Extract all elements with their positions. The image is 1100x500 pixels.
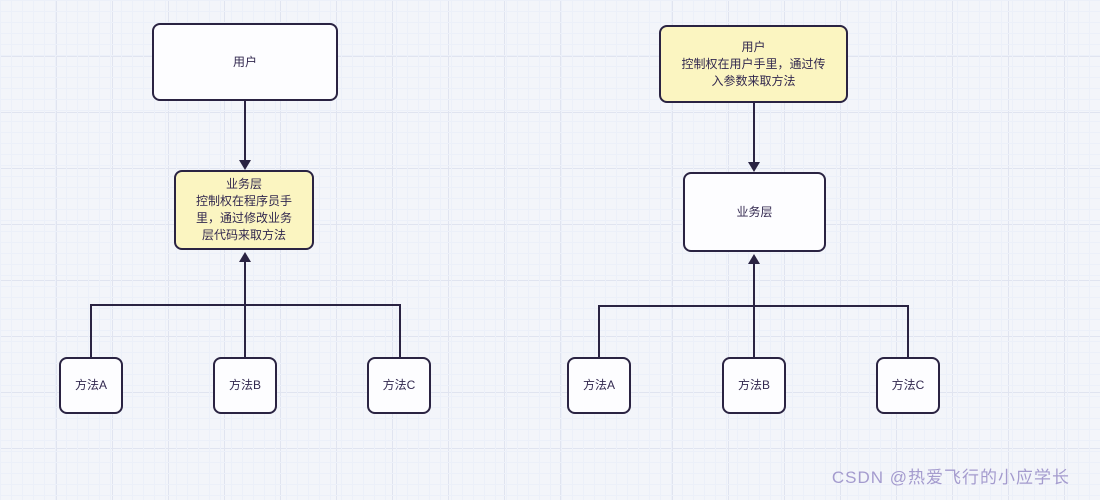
node-user-right-line: 入参数来取方法 — [711, 73, 796, 88]
node-business-right-label: 业务层 — [736, 204, 773, 219]
node-method-c-right-label: 方法C — [891, 378, 925, 392]
node-method-c-right: 方法C — [876, 357, 940, 414]
edge-methodB-left — [244, 304, 246, 357]
watermark: CSDN @热爱飞行的小应学长 — [831, 468, 1070, 487]
node-business-left-line: 控制权在程序员手 — [195, 194, 292, 208]
edge-methodC-left — [399, 304, 401, 357]
node-user-left-label: 用户 — [232, 54, 257, 69]
node-method-a-left: 方法A — [59, 357, 123, 414]
node-method-a-right: 方法A — [567, 357, 631, 414]
node-method-c-left: 方法C — [367, 357, 431, 414]
edge-methodB-right — [753, 305, 755, 357]
node-business-left-line: 业务层 — [225, 177, 262, 191]
node-user-right-line: 控制权在用户手里，通过传 — [681, 56, 826, 71]
node-method-c-left-label: 方法C — [382, 378, 416, 392]
node-user-right: 用户 控制权在用户手里，通过传 入参数来取方法 — [659, 25, 848, 103]
arrowhead-up-left-icon — [239, 252, 251, 262]
node-method-a-left-label: 方法A — [74, 378, 107, 392]
node-business-left-line: 层代码来取方法 — [201, 228, 286, 242]
edge-trunk-left — [244, 261, 246, 305]
node-business-left: 业务层 控制权在程序员手 里，通过修改业务 层代码来取方法 — [174, 170, 314, 250]
arrowhead-up-right-icon — [748, 254, 760, 264]
arrowhead-down-right-icon — [748, 162, 760, 172]
node-user-right-line: 用户 — [741, 39, 766, 54]
node-business-left-line: 里，通过修改业务 — [195, 211, 292, 225]
node-method-b-left: 方法B — [213, 357, 277, 414]
edge-trunk-right — [753, 263, 755, 305]
edge-methodC-right — [907, 305, 909, 357]
edge-user-business-left — [244, 101, 246, 161]
node-method-a-right-label: 方法A — [582, 378, 615, 392]
node-method-b-left-label: 方法B — [228, 378, 261, 392]
node-method-b-right: 方法B — [722, 357, 786, 414]
arrowhead-down-left-icon — [239, 160, 251, 170]
edge-methodA-right — [598, 305, 600, 357]
edge-methodA-left — [90, 304, 92, 357]
edge-user-business-right — [753, 103, 755, 163]
node-business-right: 业务层 — [683, 172, 826, 252]
node-user-left: 用户 — [152, 23, 338, 101]
node-method-b-right-label: 方法B — [737, 378, 770, 392]
